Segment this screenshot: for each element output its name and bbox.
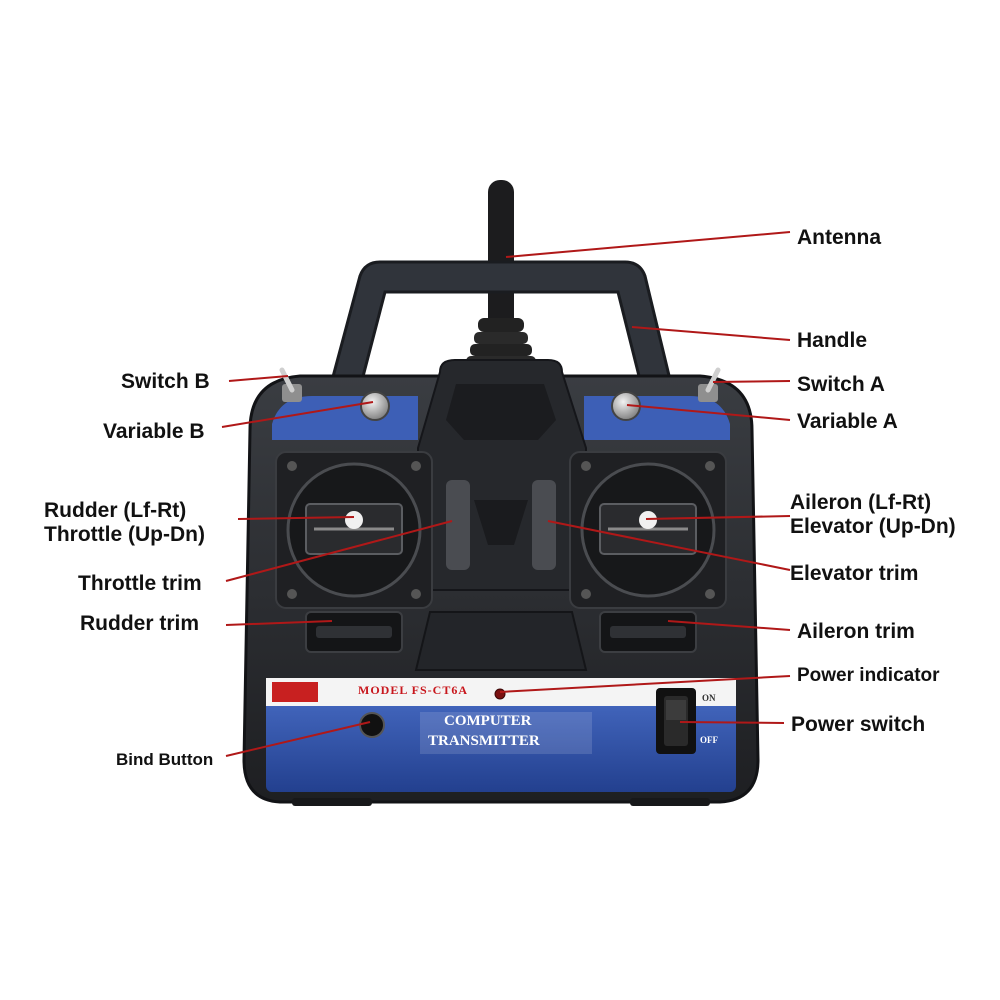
leader-power-indicator xyxy=(499,675,791,693)
leader-switch-a xyxy=(712,380,791,383)
label-aileron: Aileron (Lf-Rt) xyxy=(790,491,932,514)
leader-handle xyxy=(631,326,791,341)
model-text: MODEL FS-CT6A xyxy=(358,683,469,697)
panel-title-line2: TRANSMITTER xyxy=(428,733,540,749)
label-power-switch: Power switch xyxy=(791,713,926,736)
switch-a[interactable] xyxy=(698,367,721,402)
label-rudder-trim: Rudder trim xyxy=(80,612,200,635)
label-switch-b: Switch B xyxy=(121,370,210,393)
label-aileron-trim: Aileron trim xyxy=(797,620,915,643)
leader-lines xyxy=(221,231,791,757)
right-gimbal[interactable] xyxy=(569,451,727,609)
label-antenna: Antenna xyxy=(797,226,881,249)
label-variable-a: Variable A xyxy=(797,410,898,433)
leader-aileron-trim xyxy=(667,620,791,631)
panel-title-line1: COMPUTER xyxy=(444,713,532,729)
leader-aileron-elevator xyxy=(645,515,791,520)
label-switch-a: Switch A xyxy=(797,373,885,396)
leader-switch-b xyxy=(228,375,289,382)
label-bind-button: Bind Button xyxy=(116,750,214,769)
leader-rudder-throttle xyxy=(237,516,355,520)
label-rudder: Rudder (Lf-Rt) xyxy=(44,499,187,522)
throttle-trim-slider[interactable] xyxy=(446,480,470,570)
leader-antenna xyxy=(505,231,791,258)
elevator-trim-slider[interactable] xyxy=(532,480,556,570)
power-indicator-led xyxy=(494,688,506,700)
leader-bind-button xyxy=(225,721,371,757)
top-right-badge xyxy=(584,396,730,440)
power-off-text: OFF xyxy=(700,735,718,745)
label-variable-b: Variable B xyxy=(103,420,205,443)
switch-b[interactable] xyxy=(279,367,302,402)
leader-variable-b xyxy=(221,401,374,428)
power-switch[interactable] xyxy=(656,688,696,754)
label-handle: Handle xyxy=(797,329,868,352)
leader-elevator-trim xyxy=(547,520,791,571)
bind-button[interactable] xyxy=(359,712,385,738)
leader-variable-a xyxy=(626,404,791,421)
leader-throttle-trim xyxy=(225,520,453,582)
leader-power-switch xyxy=(679,721,785,724)
left-gimbal[interactable] xyxy=(275,451,433,609)
label-throttle: Throttle (Up-Dn) xyxy=(44,523,205,546)
label-power-indicator: Power indicator xyxy=(797,665,940,686)
variable-b-knob[interactable] xyxy=(360,391,390,421)
leader-rudder-trim xyxy=(225,620,333,626)
top-left-badge xyxy=(272,396,418,440)
label-elevator: Elevator (Up-Dn) xyxy=(790,515,956,538)
label-elevator-trim: Elevator trim xyxy=(790,562,919,585)
power-on-text: ON xyxy=(702,693,716,703)
label-throttle-trim: Throttle trim xyxy=(78,572,202,595)
